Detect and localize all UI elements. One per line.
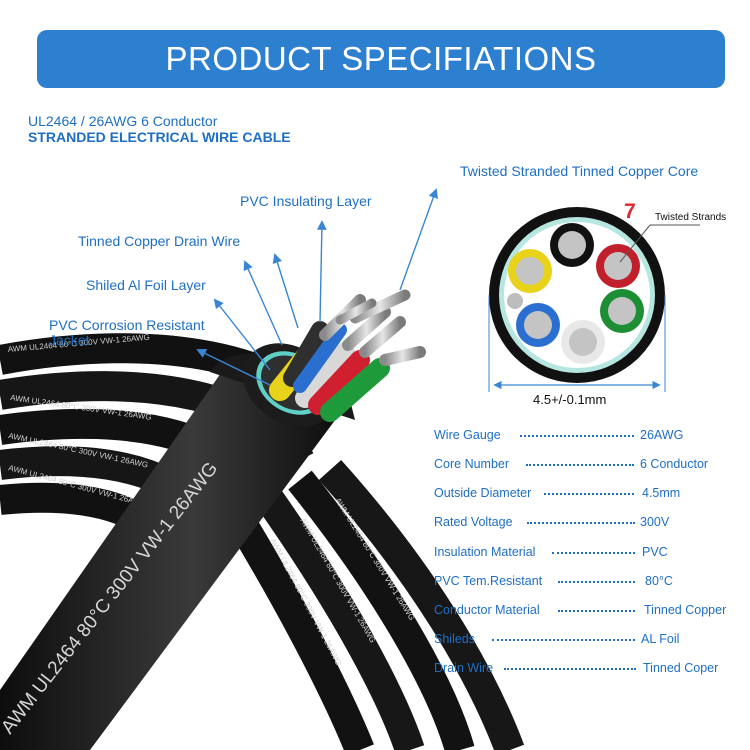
page-title: PRODUCT SPECIFIATIONS (165, 40, 597, 77)
strand-label: Twisted Strands (655, 212, 727, 223)
spec-row: Drain Wire Tinned Coper (434, 661, 719, 675)
label-core: Twisted Stranded Tinned Copper Core (460, 163, 699, 179)
spec-row: Rated Voltage 300V (434, 515, 670, 529)
product-subtitle-bold: STRANDED ELECTRICAL WIRE CABLE (28, 129, 291, 145)
conductors (269, 289, 426, 422)
spec-row: Core Number 6 Conductor (434, 457, 709, 471)
label-jacket-line2: Jacket (49, 332, 90, 348)
spec-row: Wire Gauge 26AWG (434, 428, 684, 442)
label-foil: Shiled Al Foil Layer (86, 277, 206, 293)
product-subtitle: UL2464 / 26AWG 6 Conductor (28, 113, 218, 129)
diameter-label: 4.5+/-0.1mm (533, 392, 607, 407)
strand-count: 7 (624, 200, 636, 223)
spec-row: PVC Tem.Resistant 80°C (434, 574, 673, 588)
cross-section (488, 207, 700, 392)
spec-row: Shileds AL Foil (434, 632, 680, 646)
label-pvc-insulating: PVC Insulating Layer (240, 193, 372, 209)
spec-row: Conductor Material Tinned Copper (434, 603, 727, 617)
spec-row: Insulation Material PVC (434, 545, 668, 559)
header-banner: PRODUCT SPECIFIATIONS (37, 30, 725, 88)
label-jacket-line1: PVC Corrosion Resistant (49, 317, 205, 333)
label-drain-wire: Tinned Copper Drain Wire (78, 233, 241, 249)
spec-row: Outside Diameter 4.5mm (434, 486, 681, 500)
